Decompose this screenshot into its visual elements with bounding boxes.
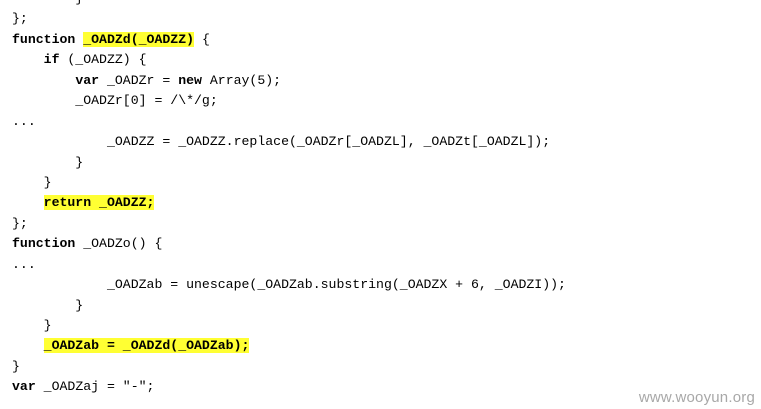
- keyword-function: function: [12, 236, 76, 252]
- keyword-var: var: [12, 379, 36, 395]
- code-line: var _OADZaj = "-";: [12, 379, 155, 395]
- highlighted-function-signature: _OADZd(_OADZZ): [83, 31, 195, 47]
- code-line: ...: [12, 113, 36, 129]
- keyword-var: var: [75, 72, 100, 88]
- keyword-if: if: [43, 52, 60, 68]
- code-line: }: [12, 154, 84, 170]
- code-line: }: [12, 318, 52, 333]
- code-listing: } }; function _OADZd(_OADZZ) { if (_OADZ…: [12, 0, 566, 398]
- watermark-text: www.wooyun.org: [638, 389, 755, 406]
- code-line: _OADZr[0] = /\*/g;: [12, 93, 218, 109]
- keyword-new: new: [178, 72, 202, 88]
- code-line: };: [12, 215, 28, 231]
- code-line: _OADZab = unescape(_OADZab.substring(_OA…: [12, 277, 566, 293]
- code-line: function _OADZo() {: [12, 236, 163, 252]
- code-line: if (_OADZZ) {: [43, 52, 147, 68]
- code-line: }: [12, 174, 52, 190]
- code-line: }: [12, 358, 20, 374]
- code-line: return _OADZZ;: [12, 193, 566, 213]
- code-line: var _OADZr = new Array(5);: [75, 72, 282, 88]
- keyword-function: function: [12, 31, 76, 47]
- highlighted-assignment-statement: _OADZab = _OADZd(_OADZab);: [43, 338, 250, 354]
- code-line: ...: [12, 256, 36, 272]
- code-line: };: [12, 11, 28, 27]
- code-line: function _OADZd(_OADZZ) {: [12, 31, 210, 47]
- code-line: }: [12, 297, 84, 313]
- code-line: }: [12, 0, 566, 9]
- highlighted-return-statement: return _OADZZ;: [43, 195, 155, 211]
- code-line: _OADZZ = _OADZZ.replace(_OADZr[_OADZL], …: [12, 134, 551, 150]
- code-line: _OADZab = _OADZd(_OADZab);: [12, 336, 566, 356]
